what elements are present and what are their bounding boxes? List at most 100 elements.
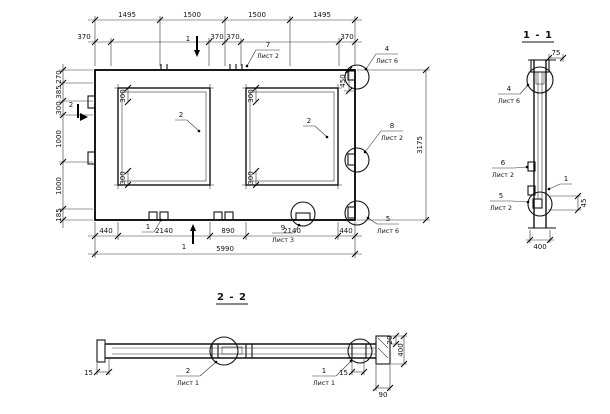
- callout-number: 1: [322, 367, 326, 375]
- callout-number: 6: [501, 159, 506, 167]
- witness-20: [391, 335, 399, 345]
- ticks-400b: [400, 332, 408, 368]
- dim-label: 370: [340, 33, 353, 41]
- opening-left: [117, 87, 211, 186]
- joint-lines: [211, 344, 367, 358]
- strip-outline: [105, 343, 376, 359]
- callout-number: 5: [386, 215, 390, 223]
- callout-1-s22: 1 Лист 1: [312, 359, 353, 387]
- dim-label: 440: [99, 227, 112, 235]
- leader-dot: [349, 359, 353, 363]
- dim-label: 300: [247, 89, 255, 102]
- detail-circle-9: [290, 201, 316, 227]
- callout-5: 5 Лист 6: [366, 215, 399, 235]
- dim-label: 400: [533, 243, 546, 251]
- strip-left-end: [96, 339, 106, 363]
- ticks-height: [422, 66, 430, 224]
- callout-2-s22: 2 Лист 1: [176, 360, 218, 387]
- detail-circle-5: [344, 200, 370, 226]
- ticks-75: [545, 54, 567, 62]
- leader-dot: [526, 83, 530, 87]
- right-edge-detail: [347, 206, 356, 219]
- callout-number: 5: [499, 192, 503, 200]
- callout-8: 8 Лист 2: [363, 122, 403, 154]
- opening-left-corner-ticks: [114, 84, 214, 189]
- dim-label: 400: [397, 343, 405, 356]
- ticks-400: [526, 236, 554, 244]
- section-2-label: 2: [69, 101, 73, 109]
- callout-flag: [365, 53, 398, 70]
- dim-label: 1500: [183, 11, 201, 19]
- leader-dot: [363, 150, 367, 154]
- dim-label: 890: [221, 227, 234, 235]
- dim-label: 2140: [283, 227, 301, 235]
- bottom-pad: [213, 211, 223, 221]
- leader-dot: [366, 216, 370, 220]
- callout-flag: [364, 130, 403, 153]
- section-2-arrow: [80, 113, 88, 121]
- witness-top: [94, 16, 356, 66]
- callout-number: 4: [507, 85, 512, 93]
- leader-dot: [245, 64, 249, 68]
- dim-label: 300: [55, 101, 63, 114]
- section-1-label-bottom: 1: [182, 243, 186, 251]
- ticks-15a: [93, 368, 113, 376]
- section-1-label-top: 1: [186, 35, 190, 43]
- section-2-2-view: 2 - 2 2 Лист 1 1 Лист 1 15: [84, 292, 408, 399]
- callout-sheet-ref: Лист 6: [376, 58, 398, 65]
- callout-sheet-ref: Лист 2: [381, 135, 403, 142]
- callout-flag: [272, 224, 300, 234]
- callout-sheet-ref: Лист 1: [313, 380, 335, 387]
- dim-label: 440: [339, 227, 352, 235]
- dim-label: 185: [55, 208, 63, 221]
- callout-7: 7 Лист 2: [245, 41, 280, 68]
- callout-number: 2: [186, 367, 190, 375]
- panel-outline: [94, 69, 356, 221]
- dim-label: 5990: [216, 245, 234, 253]
- section-web: [533, 60, 547, 228]
- section-1-arrow-bottom: [190, 224, 196, 231]
- dim-label: 15: [339, 369, 348, 377]
- detail-circle-top: [526, 66, 554, 94]
- embed-bottom: [532, 198, 543, 209]
- ticks-45: [574, 192, 582, 214]
- bottom-notch: [295, 212, 311, 221]
- opening-right-inner: [249, 91, 335, 182]
- callout-5-s11: 5 Лист 2: [490, 192, 530, 212]
- marker-leader: [548, 183, 572, 190]
- detail-circle-8: [344, 147, 370, 173]
- dim-label: 370: [210, 33, 223, 41]
- callout-sheet-ref: Лист 2: [257, 53, 279, 60]
- opening-right: [245, 87, 339, 186]
- lifting-loop-marks: [160, 64, 243, 70]
- leader-dot: [297, 223, 301, 227]
- callout-6-s11: 6 Лист 2: [492, 159, 529, 179]
- dim-label: 15: [84, 369, 93, 377]
- detail-circle-left: [209, 336, 239, 366]
- dim-label: 2140: [155, 227, 173, 235]
- dim-label: 370: [226, 33, 239, 41]
- dim-label: 1500: [248, 11, 266, 19]
- ticks-450: [345, 66, 353, 95]
- leader-dot: [547, 187, 551, 191]
- callout-flag: [498, 84, 529, 95]
- section-2-2-title: 2 - 2: [217, 292, 247, 303]
- callout-flag: [246, 49, 280, 67]
- callout-sheet-ref: Лист 6: [377, 228, 399, 235]
- dim-label: 1000: [55, 177, 63, 195]
- ticks-top-1: [91, 16, 359, 24]
- position-marker: 1: [146, 223, 150, 231]
- marker-leader: [142, 219, 162, 233]
- detail-circle-4: [344, 64, 370, 90]
- ticks-openings: [124, 84, 260, 189]
- callout-4-s11: 4 Лист 6: [498, 83, 530, 105]
- leader-dot: [525, 165, 529, 169]
- ticks-top-2: [91, 38, 359, 46]
- dim-label: 1495: [313, 11, 331, 19]
- position-marker: 2: [307, 117, 311, 125]
- callout-sheet-ref: Лист 6: [498, 98, 520, 105]
- ticks-bottom-2: [91, 250, 359, 258]
- section-1-1-view: 1 - 1 75 45 400 4 Лист 6 6: [490, 30, 588, 251]
- marker-leader: [303, 125, 328, 138]
